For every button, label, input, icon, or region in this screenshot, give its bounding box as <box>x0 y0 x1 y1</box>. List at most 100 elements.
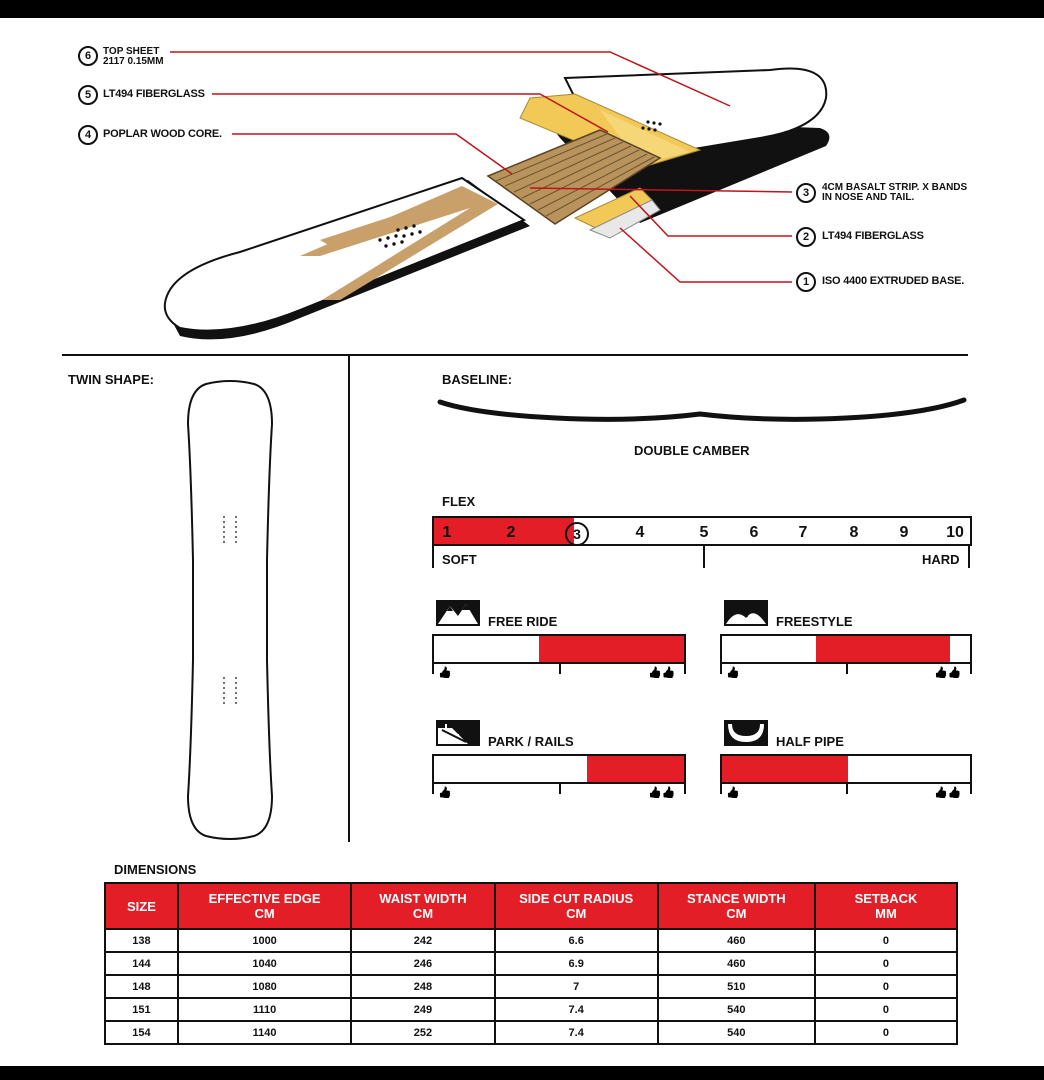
flex-value-7: 7 <box>798 524 808 541</box>
double-thumbs-up-icon: 👍👍 <box>648 667 676 679</box>
flex-tick-mid <box>703 546 705 568</box>
top-border <box>0 0 1044 18</box>
rating-tick <box>432 664 434 674</box>
style-rating-fill <box>816 636 951 662</box>
table-cell: 249 <box>350 997 496 1022</box>
table-cell: 246 <box>350 951 496 976</box>
rating-tick <box>846 664 848 674</box>
rating-tick <box>684 784 686 794</box>
double-thumbs-up-icon: 👍👍 <box>934 667 962 679</box>
style-label: FREE RIDE <box>488 614 558 629</box>
layer-4-badge: 4 <box>78 125 98 145</box>
table-cell: 0 <box>813 951 959 976</box>
table-cell: 1110 <box>176 997 353 1022</box>
table-cell: 1080 <box>176 974 353 999</box>
table-cell: 0 <box>813 1020 959 1045</box>
flex-value-3: 3 <box>565 522 589 546</box>
rating-tick <box>720 784 722 794</box>
flex-value-2: 2 <box>506 524 516 541</box>
layer-5-label: LT494 FIBERGLASS <box>103 88 205 100</box>
layer-4-label: POPLAR WOOD CORE. <box>103 128 222 140</box>
rating-tick <box>684 664 686 674</box>
table-cell: 252 <box>350 1020 496 1045</box>
table-cell: 1040 <box>176 951 353 976</box>
section-divider <box>62 354 968 356</box>
board-layers-illustration <box>163 51 830 340</box>
thumbs-up-icon: 👍 <box>438 787 452 799</box>
layer-3-sublabel: IN NOSE AND TAIL. <box>822 192 915 203</box>
style-label: FREESTYLE <box>776 614 853 629</box>
rating-tick <box>720 664 722 674</box>
table-cell: 0 <box>813 928 959 953</box>
bottom-border <box>0 1066 1044 1080</box>
layer-1-label: ISO 4400 EXTRUDED BASE. <box>822 275 965 287</box>
flex-value-6: 6 <box>749 524 759 541</box>
style-rating-fill <box>722 756 849 782</box>
column-divider <box>348 356 350 842</box>
double-thumbs-up-icon: 👍👍 <box>648 787 676 799</box>
table-cell: 242 <box>350 928 496 953</box>
table-cell: 6.6 <box>493 928 659 953</box>
rail-icon <box>436 720 480 746</box>
shape-title: TWIN SHAPE: <box>68 372 154 387</box>
dimensions-title: DIMENSIONS <box>114 862 197 877</box>
layer-5-badge: 5 <box>78 85 98 105</box>
baseline-title: BASELINE: <box>442 372 513 387</box>
table-cell: 0 <box>813 974 959 999</box>
layer-6-sublabel: 2117 0.15MM <box>103 56 164 67</box>
layer-6-badge: 6 <box>78 46 98 66</box>
table-cell: 0 <box>813 997 959 1022</box>
table-cell: 154 <box>104 1020 179 1045</box>
flex-value-10: 10 <box>946 524 964 541</box>
table-cell: 7.4 <box>493 997 659 1022</box>
layer-1-badge: 1 <box>796 272 816 292</box>
flex-value-4: 4 <box>635 524 645 541</box>
flex-hard-label: HARD <box>922 552 960 567</box>
thumbs-up-icon: 👍 <box>726 787 740 799</box>
baseline-profile-icon <box>437 397 967 422</box>
table-cell: 460 <box>656 928 816 953</box>
style-rating-bar <box>720 754 972 784</box>
style-label: PARK / RAILS <box>488 734 574 749</box>
style-rating-fill <box>539 636 684 662</box>
rating-tick <box>970 664 972 674</box>
table-cell: 148 <box>104 974 179 999</box>
layer-6-label: TOP SHEET <box>103 46 160 57</box>
table-cell: 7.4 <box>493 1020 659 1045</box>
column-header: SIZE <box>104 882 179 930</box>
layer-3-label: 4CM BASALT STRIP. X BANDS <box>822 182 968 193</box>
freestyle-icon <box>724 600 768 626</box>
rating-tick <box>432 784 434 794</box>
table-cell: 138 <box>104 928 179 953</box>
mountain-icon <box>436 600 480 626</box>
table-cell: 460 <box>656 951 816 976</box>
rating-tick <box>559 664 561 674</box>
thumbs-up-icon: 👍 <box>438 667 452 679</box>
flex-tick-left <box>432 546 434 568</box>
table-cell: 248 <box>350 974 496 999</box>
flex-value-8: 8 <box>849 524 859 541</box>
style-rating-bar <box>432 634 686 664</box>
style-label: HALF PIPE <box>776 734 844 749</box>
twin-shape-outline <box>186 380 274 840</box>
flex-fill <box>434 518 574 544</box>
rating-tick <box>559 784 561 794</box>
table-cell: 510 <box>656 974 816 999</box>
flex-value-5: 5 <box>699 524 709 541</box>
flex-value-1: 1 <box>442 524 452 541</box>
layer-2-badge: 2 <box>796 227 816 247</box>
style-rating-fill <box>586 756 684 782</box>
style-rating-bar <box>720 634 972 664</box>
